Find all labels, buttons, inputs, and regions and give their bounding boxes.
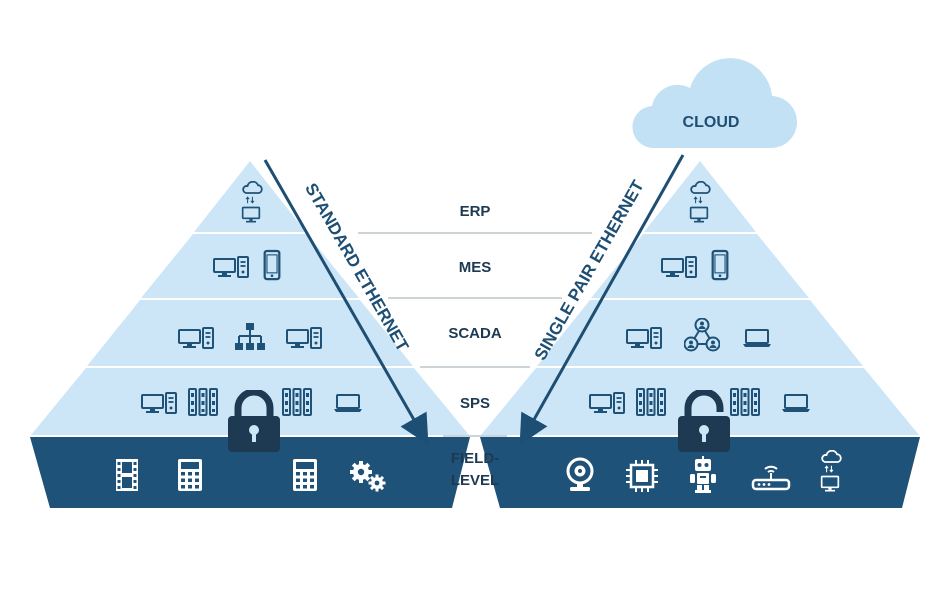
left-pyramid: [30, 161, 470, 508]
right-tier-mes: [591, 234, 809, 298]
level-labels: ERP MES SCADA SPS FIELD- LEVEL: [358, 203, 592, 489]
level-label-mes: MES: [459, 259, 492, 276]
film-strip-icon: [116, 459, 138, 491]
left-tier-sps: [31, 368, 469, 435]
right-pyramid: [480, 161, 920, 508]
calculator-icon: [178, 459, 202, 491]
level-label-field-line2: LEVEL: [451, 472, 499, 489]
level-label-scada: SCADA: [448, 325, 502, 342]
left-tier-mes: [141, 234, 359, 298]
level-label-field-line1: FIELD-: [451, 450, 499, 467]
chip-icon: [625, 459, 659, 493]
right-tier-scada: [537, 300, 863, 366]
calculator-icon: [293, 459, 317, 491]
level-label-erp: ERP: [460, 203, 491, 220]
left-tier-erp: [194, 161, 306, 232]
right-tier-sps: [481, 368, 919, 435]
cloud-label: CLOUD: [683, 114, 740, 131]
left-tier-field: [30, 437, 470, 508]
cloud-shape: CLOUD: [632, 58, 798, 149]
level-label-sps: SPS: [460, 395, 490, 412]
right-tier-field: [480, 437, 920, 508]
right-tier-erp: [644, 161, 756, 232]
